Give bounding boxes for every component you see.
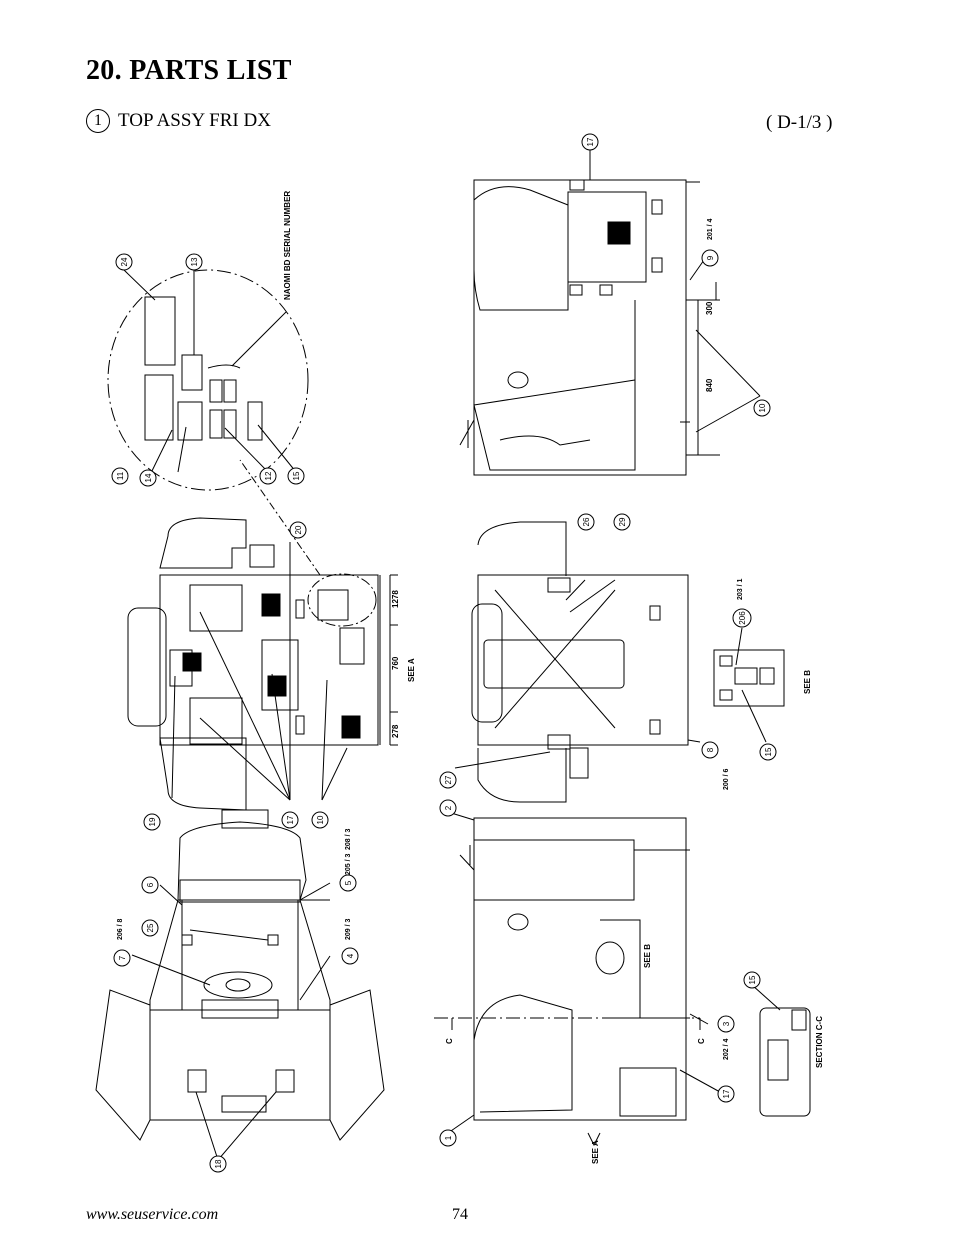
plan-view-drawing xyxy=(95,809,385,1161)
svg-text:15: 15 xyxy=(292,471,301,480)
bottom-side-view-drawing xyxy=(434,811,811,1147)
dimension-278: 278 xyxy=(391,724,400,738)
balloon-14: 14 xyxy=(139,469,157,487)
balloon-19: 19 xyxy=(143,813,161,831)
svg-text:18: 18 xyxy=(214,1159,223,1168)
svg-text:8: 8 xyxy=(706,747,715,752)
balloon-15: 15 xyxy=(287,467,305,485)
svg-text:7: 7 xyxy=(118,955,127,960)
part-balloons: 24 13 11 14 12 15 20 19 17 10 6 5 7 25 4… xyxy=(111,133,777,1173)
balloon-6: 6 xyxy=(141,876,159,894)
balloon-18: 18 xyxy=(209,1155,227,1173)
fraction-205-3: 205 / 3 xyxy=(345,853,352,875)
naomi-serial-label: NAOMI BD SERIAL NUMBER xyxy=(283,191,292,300)
balloon-7: 7 xyxy=(113,949,131,967)
balloon-12: 12 xyxy=(259,467,277,485)
balloon-5: 5 xyxy=(339,874,357,892)
fraction-206-8: 206 / 8 xyxy=(117,918,124,940)
see-a-label-top: SEE A xyxy=(407,658,416,682)
svg-text:2: 2 xyxy=(444,805,453,810)
dimension-1278: 1278 xyxy=(391,590,400,608)
balloon-8: 8 xyxy=(701,741,719,759)
svg-text:4: 4 xyxy=(346,953,355,958)
svg-text:27: 27 xyxy=(444,775,453,784)
svg-text:17: 17 xyxy=(722,1089,731,1098)
balloon-25: 25 xyxy=(141,919,159,937)
balloon-17: 17 xyxy=(281,811,299,829)
label-detail-circle xyxy=(107,269,309,491)
front-view-drawing xyxy=(454,521,785,803)
balloon-10: 10 xyxy=(311,811,329,829)
balloon-2: 2 xyxy=(439,799,457,817)
svg-text:15: 15 xyxy=(764,747,773,756)
svg-text:14: 14 xyxy=(144,473,153,482)
section-c-marker-1: C xyxy=(445,1038,454,1044)
dimension-840: 840 xyxy=(705,378,714,392)
section-title: TOP ASSY FRI DX xyxy=(118,110,271,131)
section-heading: 1 TOP ASSY FRI DX xyxy=(86,108,271,134)
svg-text:13: 13 xyxy=(190,257,199,266)
fraction-209-3: 209 / 3 xyxy=(345,918,352,940)
balloon-4: 4 xyxy=(341,947,359,965)
dimension-760: 760 xyxy=(391,656,400,670)
svg-text:1: 1 xyxy=(444,1135,453,1140)
balloon-15-b: 15 xyxy=(759,743,777,761)
svg-text:11: 11 xyxy=(116,471,125,480)
svg-text:10: 10 xyxy=(316,815,325,824)
page-code: ( D-1/3 ) xyxy=(766,112,833,133)
balloon-1: 1 xyxy=(439,1129,457,1147)
balloon-11: 11 xyxy=(111,467,129,485)
right-side-view-drawing xyxy=(459,150,761,476)
see-b-label-2: SEE B xyxy=(643,944,652,968)
svg-text:9: 9 xyxy=(706,255,715,260)
drawing-labels: NAOMI BD SERIAL NUMBER SEE A SEE A SEE B… xyxy=(117,191,824,1164)
fraction-200-6: 200 / 6 xyxy=(723,768,730,790)
balloon-29: 29 xyxy=(613,513,631,531)
section-cc-label: SECTION C-C xyxy=(815,1016,824,1068)
page-number: 74 xyxy=(452,1206,468,1223)
fraction-201-4: 201 / 4 xyxy=(707,218,714,240)
balloon-20: 20 xyxy=(289,521,307,539)
svg-text:3: 3 xyxy=(722,1021,731,1026)
svg-text:206: 206 xyxy=(738,611,747,625)
svg-text:29: 29 xyxy=(618,517,627,526)
balloon-17-bottom: 17 xyxy=(717,1085,735,1103)
see-a-label-bottom: SEE A xyxy=(591,1140,600,1164)
balloon-15-c: 15 xyxy=(743,971,761,989)
top-view-drawing xyxy=(127,459,398,811)
footer-url: www.seuservice.com xyxy=(86,1206,219,1223)
balloon-13: 13 xyxy=(185,253,203,271)
svg-text:6: 6 xyxy=(146,882,155,887)
balloon-9: 9 xyxy=(701,249,719,267)
svg-text:24: 24 xyxy=(120,257,129,266)
balloon-206: 206 xyxy=(732,608,752,628)
fraction-203-1: 203 / 1 xyxy=(737,578,744,600)
svg-text:12: 12 xyxy=(264,471,273,480)
balloon-17-top: 17 xyxy=(581,133,599,151)
balloon-27: 27 xyxy=(439,771,457,789)
balloon-26: 26 xyxy=(577,513,595,531)
svg-text:26: 26 xyxy=(582,517,591,526)
section-number-circle: 1 xyxy=(86,109,110,133)
svg-text:20: 20 xyxy=(294,525,303,534)
balloon-3: 3 xyxy=(717,1015,735,1033)
svg-text:19: 19 xyxy=(148,817,157,826)
balloon-24: 24 xyxy=(115,253,133,271)
svg-text:17: 17 xyxy=(586,137,595,146)
balloon-10-right: 10 xyxy=(753,399,771,417)
svg-text:10: 10 xyxy=(758,403,767,412)
svg-text:25: 25 xyxy=(146,923,155,932)
fraction-202-4: 202 / 4 xyxy=(723,1038,730,1060)
svg-text:15: 15 xyxy=(748,975,757,984)
page-title: 20. PARTS LIST xyxy=(86,55,292,86)
section-c-marker-2: C xyxy=(697,1038,706,1044)
svg-text:5: 5 xyxy=(344,880,353,885)
fraction-208-3: 208 / 3 xyxy=(345,828,352,850)
dimension-300: 300 xyxy=(705,301,714,315)
svg-text:17: 17 xyxy=(286,815,295,824)
see-b-label-1: SEE B xyxy=(803,670,812,694)
dark-panels xyxy=(185,596,358,736)
